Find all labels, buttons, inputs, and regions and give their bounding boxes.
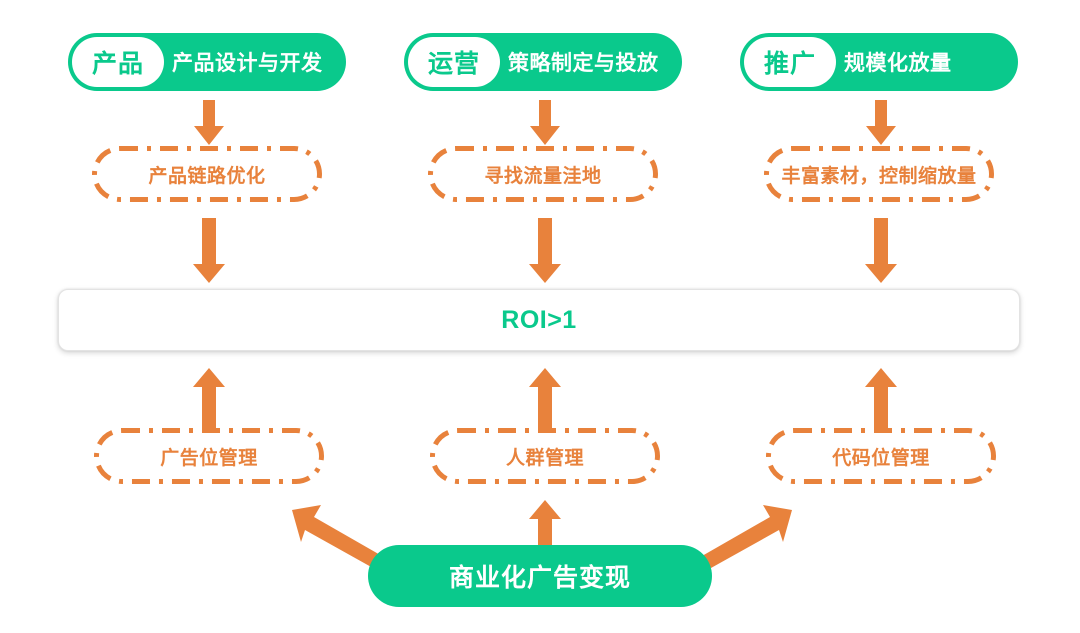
resource-box-audience[interactable]: 人群管理 [430, 428, 660, 484]
dashed-outline [94, 428, 324, 484]
arrow-up-source-to-audience [528, 500, 562, 552]
arrow-up-adslot-to-roi [192, 368, 226, 428]
header-badge-product: 产品 [72, 37, 164, 87]
dashed-outline [428, 146, 658, 202]
step-box-product-chain[interactable]: 产品链路优化 [92, 146, 322, 202]
dashed-outline [430, 428, 660, 484]
arrow-down-product-step-to-roi [192, 218, 226, 284]
arrow-down-product-to-step [193, 100, 225, 146]
dashed-outline [764, 146, 994, 202]
arrow-down-promotion-step-to-roi [864, 218, 898, 284]
header-pill-promotion[interactable]: 推广 规模化放量 [740, 33, 1018, 91]
step-label-creative-scale: 丰富素材，控制缩放量 [781, 165, 977, 187]
resource-box-code-slot[interactable]: 代码位管理 [766, 428, 996, 484]
roi-target-bar[interactable]: ROI>1 [58, 289, 1020, 351]
source-pill-monetization[interactable]: 商业化广告变现 [368, 545, 712, 607]
arrow-down-operations-to-step [529, 100, 561, 146]
step-label-product-chain: 产品链路优化 [148, 165, 266, 187]
resource-label-code-slot: 代码位管理 [832, 447, 930, 469]
arrow-diagonal-source-to-codeslot [700, 500, 796, 568]
source-label: 商业化广告变现 [448, 564, 631, 592]
step-label-traffic-gap: 寻找流量洼地 [484, 165, 602, 187]
header-label-operations: 策略制定与投放 [508, 52, 659, 75]
arrow-up-codeslot-to-roi [864, 368, 898, 428]
resource-label-ad-slot: 广告位管理 [160, 447, 258, 469]
arrow-diagonal-source-to-adslot [288, 500, 384, 568]
header-label-promotion: 规模化放量 [844, 52, 952, 75]
step-box-creative-scale[interactable]: 丰富素材，控制缩放量 [764, 146, 994, 202]
arrow-down-promotion-to-step [865, 100, 897, 146]
resource-label-audience: 人群管理 [505, 447, 584, 469]
arrow-down-operations-step-to-roi [528, 218, 562, 284]
roi-label: ROI>1 [501, 305, 577, 334]
dashed-outline [766, 428, 996, 484]
arrow-up-audience-to-roi [528, 368, 562, 428]
header-pill-product[interactable]: 产品 产品设计与开发 [68, 33, 346, 91]
header-badge-operations: 运营 [408, 37, 500, 87]
header-label-product: 产品设计与开发 [172, 52, 323, 75]
header-badge-promotion: 推广 [744, 37, 836, 87]
step-box-traffic-gap[interactable]: 寻找流量洼地 [428, 146, 658, 202]
header-pill-operations[interactable]: 运营 策略制定与投放 [404, 33, 682, 91]
resource-box-ad-slot[interactable]: 广告位管理 [94, 428, 324, 484]
dashed-outline [92, 146, 322, 202]
